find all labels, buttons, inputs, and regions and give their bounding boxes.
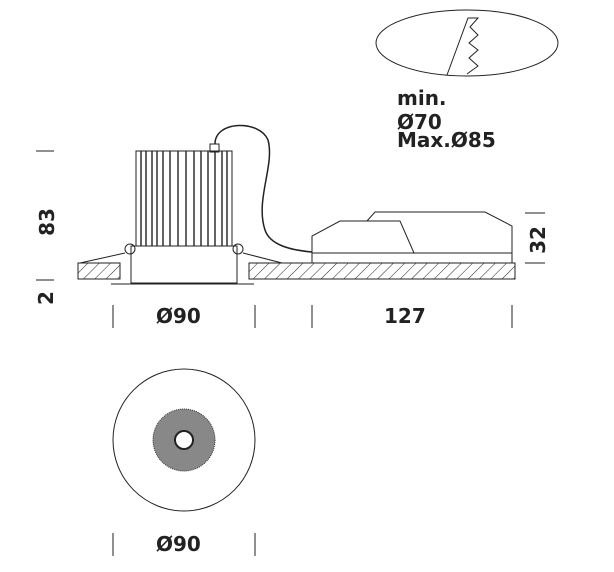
cutout-ellipse-icon bbox=[375, 9, 559, 77]
note-min: min. bbox=[397, 86, 447, 110]
ceiling-section bbox=[77, 262, 516, 280]
dim-diameter-front: Ø90 bbox=[156, 532, 201, 556]
dimension-ticks bbox=[36, 150, 545, 556]
note-min-diameter: Ø70 bbox=[397, 110, 442, 134]
cable bbox=[214, 124, 313, 253]
luminaire-body bbox=[79, 143, 283, 285]
dim-ballast-height: 32 bbox=[525, 226, 550, 254]
dim-diameter-side: Ø90 bbox=[156, 304, 201, 328]
dim-ballast-length: 127 bbox=[384, 304, 426, 328]
dim-trim: 2 bbox=[33, 291, 58, 305]
driver-box bbox=[311, 211, 513, 263]
note-max-diameter: Max.Ø85 bbox=[397, 128, 496, 152]
front-view bbox=[112, 368, 256, 512]
dim-height: 83 bbox=[34, 208, 59, 236]
